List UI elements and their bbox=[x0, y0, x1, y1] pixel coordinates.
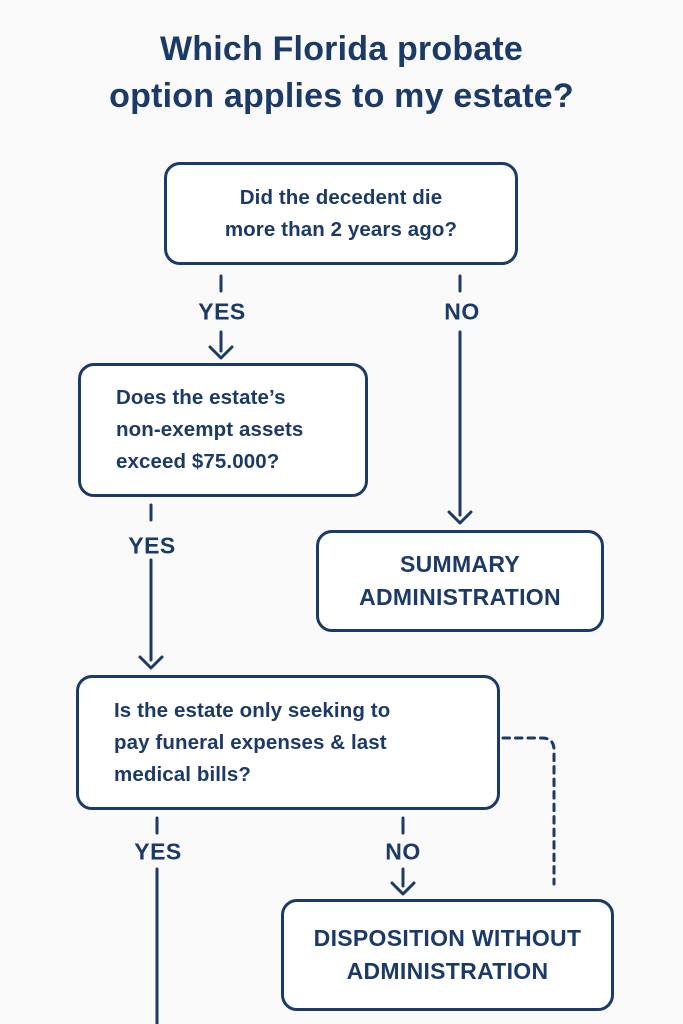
box-text-line: Does the estate’s bbox=[116, 386, 286, 409]
page-title-line-1: Which Florida probate bbox=[159, 30, 524, 68]
decision-box-assets-exceed-75000: Does the estate’s non-exempt assets exce… bbox=[78, 363, 368, 497]
box-text-line: DISPOSITION WITHOUT bbox=[313, 925, 582, 951]
branch-label-yes: YES bbox=[198, 298, 246, 325]
branch-label-yes: YES bbox=[134, 838, 182, 865]
box-text-line: Is the estate only seeking to bbox=[114, 698, 391, 722]
page-title: Which Florida probate option applies to … bbox=[0, 26, 683, 120]
page-title-line-2: option applies to my estate? bbox=[109, 77, 574, 115]
arrow-down-head-icon bbox=[390, 881, 416, 896]
box-text-line: medical bills? bbox=[114, 762, 251, 786]
branch-label-yes: YES bbox=[128, 532, 176, 559]
box-text-line: exceed $75.000? bbox=[116, 450, 280, 473]
box-text-line: pay funeral expenses & last bbox=[114, 730, 387, 754]
arrow-down-head-icon bbox=[138, 655, 164, 670]
arrow-down-head-icon bbox=[208, 345, 234, 360]
box-text-line: Did the decedent die bbox=[239, 185, 443, 209]
result-box-disposition-without-administration: DISPOSITION WITHOUT ADMINISTRATION bbox=[281, 899, 614, 1011]
connector-q3-dashed-line bbox=[501, 736, 556, 886]
decision-box-funeral-expenses: Is the estate only seeking to pay funera… bbox=[76, 675, 500, 810]
branch-label-no: NO bbox=[444, 298, 480, 325]
box-text-line: SUMMARY bbox=[399, 551, 521, 577]
arrow-down-head-icon bbox=[447, 510, 473, 525]
box-text-line: non-exempt assets bbox=[116, 418, 304, 441]
box-text-line: ADMINISTRATION bbox=[359, 584, 561, 610]
box-text-line: more than 2 years ago? bbox=[224, 217, 458, 241]
box-text-line: ADMINISTRATION bbox=[346, 958, 549, 984]
result-box-summary-administration: SUMMARY ADMINISTRATION bbox=[316, 530, 604, 632]
branch-label-no: NO bbox=[385, 838, 421, 865]
decision-box-decedent-2-years: Did the decedent die more than 2 years a… bbox=[164, 162, 518, 265]
